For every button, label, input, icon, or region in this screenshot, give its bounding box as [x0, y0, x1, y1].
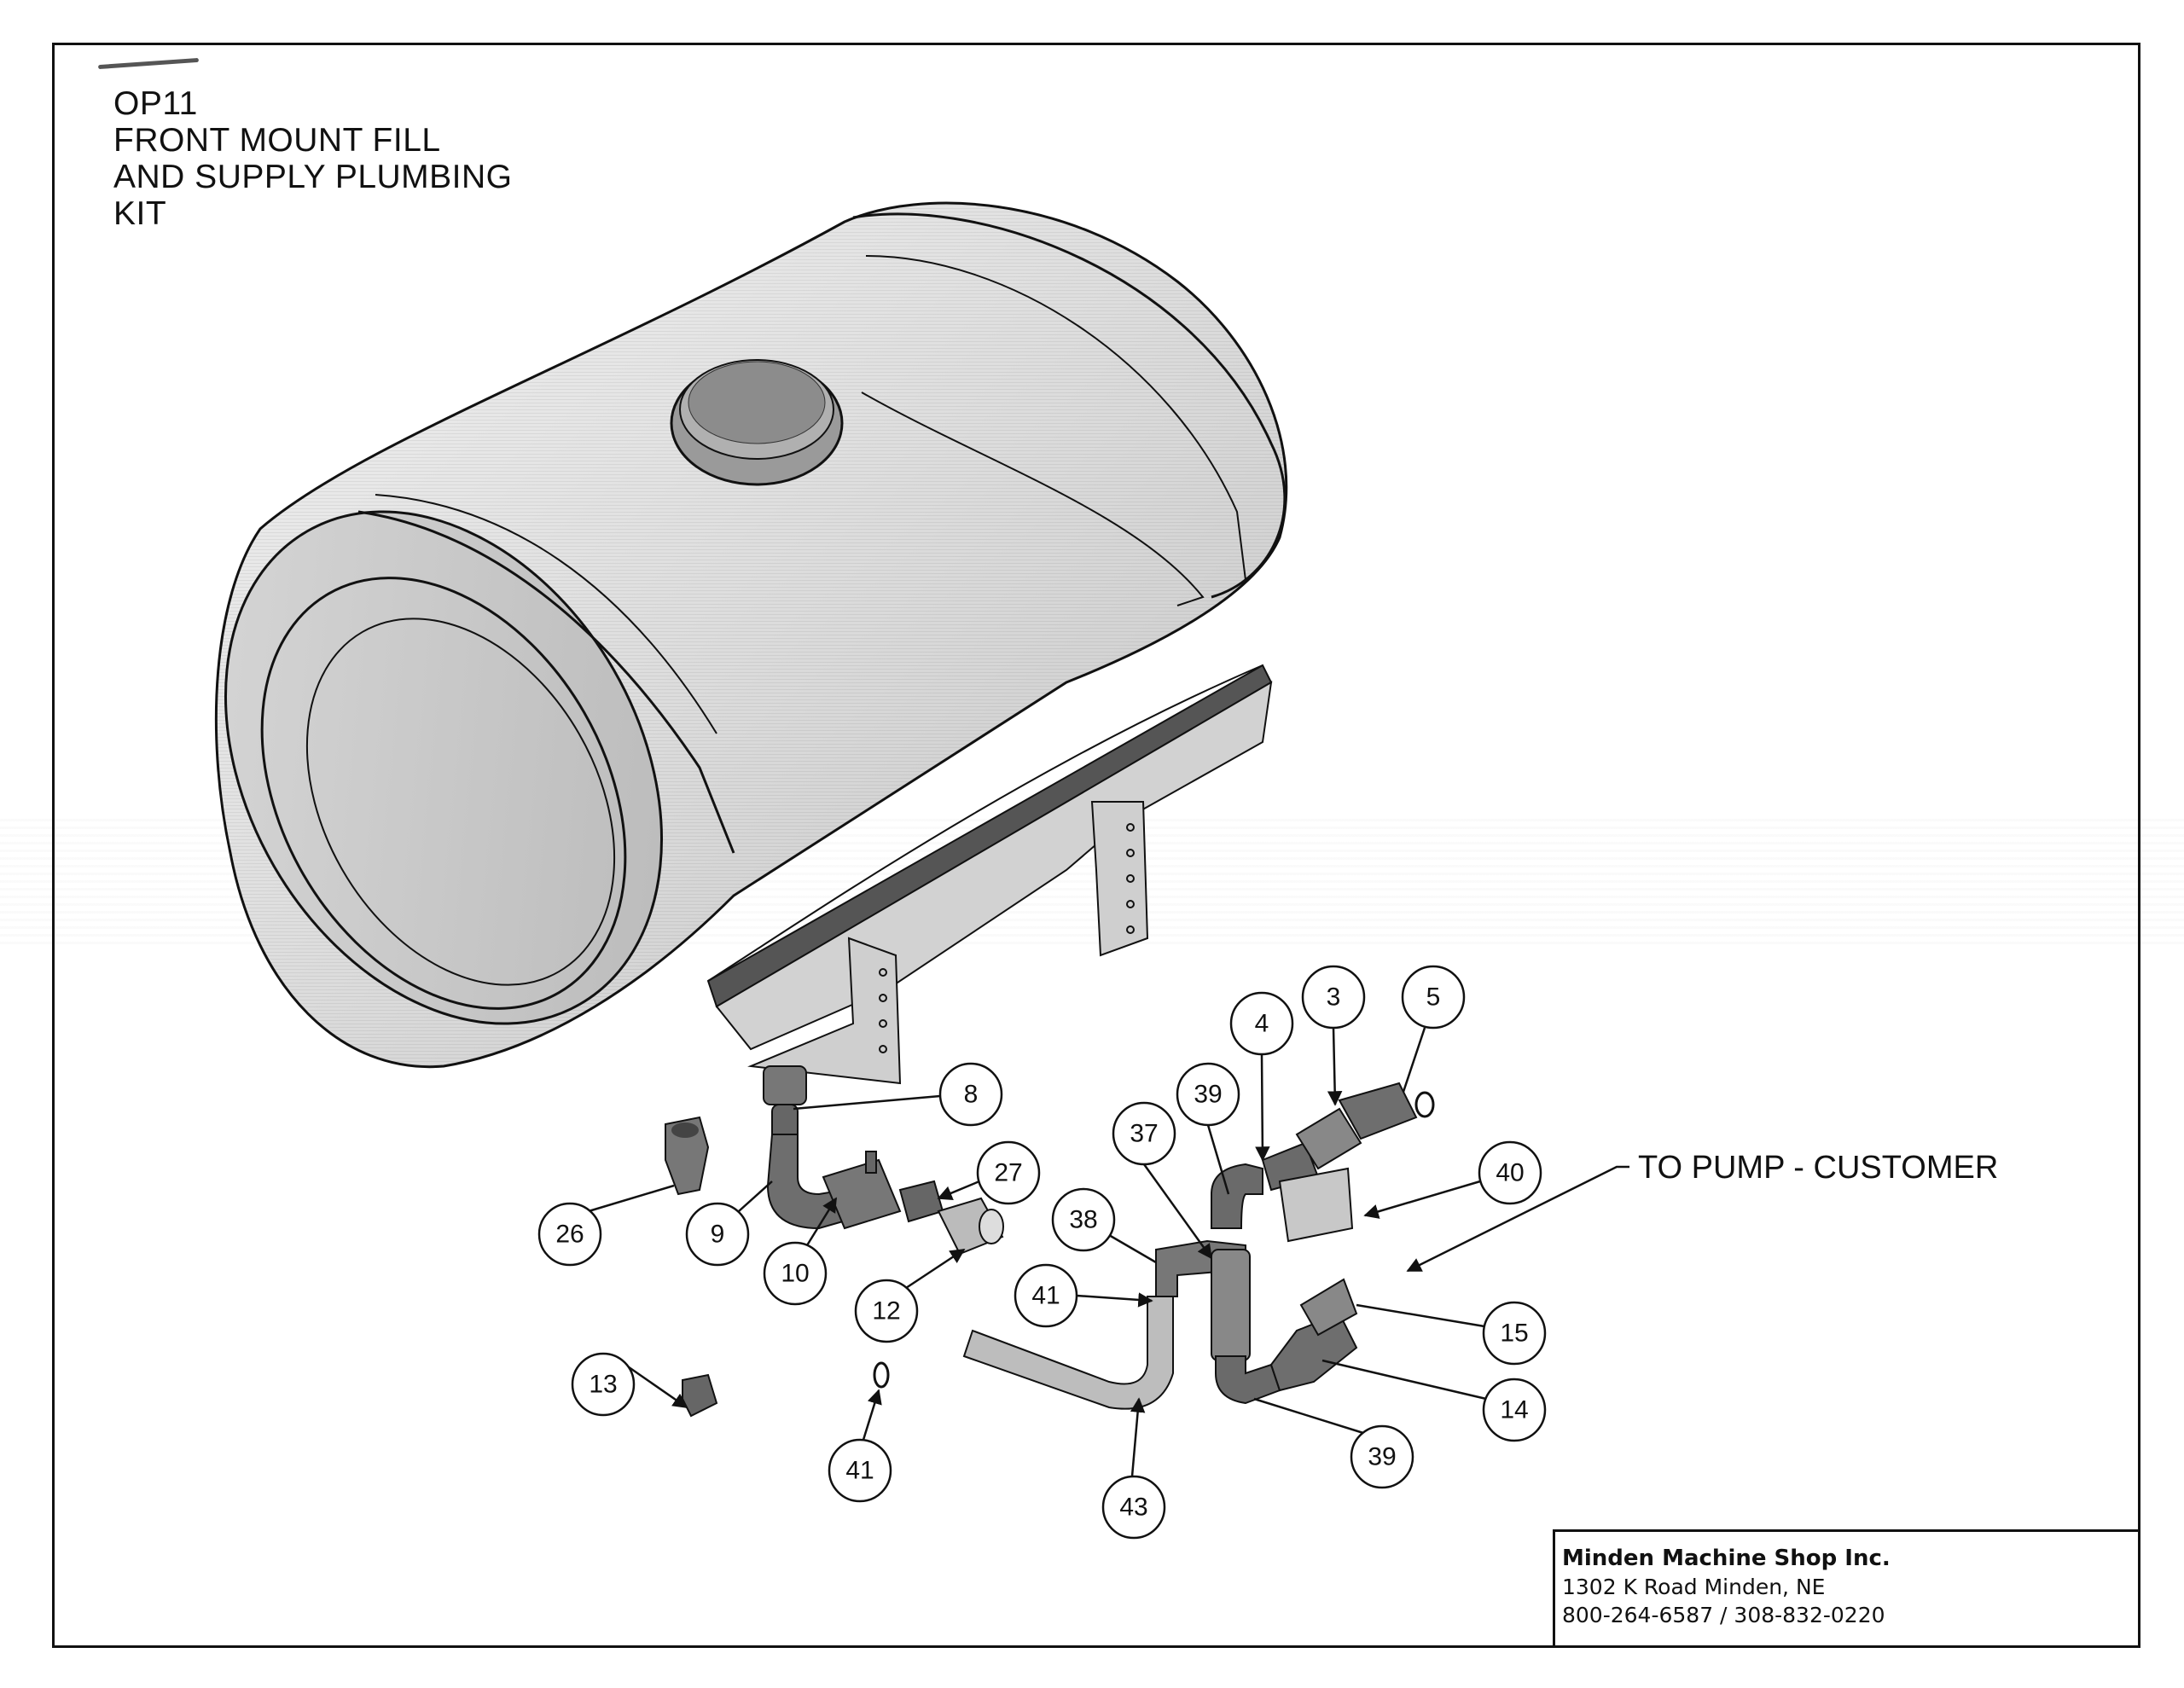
svg-text:26: 26: [555, 1221, 584, 1249]
svg-text:10: 10: [781, 1260, 809, 1288]
company-address: 1302 K Road Minden, NE: [1562, 1575, 1826, 1599]
supply-plumbing-parts: [962, 1082, 1435, 1410]
part-hose-clamp: [873, 1361, 890, 1389]
callout-4[interactable]: 4: [1229, 991, 1294, 1056]
callout-43[interactable]: 43: [1101, 1475, 1166, 1540]
leader-lines: [588, 1027, 1629, 1477]
svg-text:14: 14: [1500, 1396, 1528, 1424]
title-line-3: KIT: [113, 195, 167, 232]
svg-text:9: 9: [711, 1221, 725, 1249]
callout-14[interactable]: 14: [1482, 1378, 1547, 1442]
svg-text:40: 40: [1496, 1159, 1524, 1187]
svg-text:27: 27: [994, 1159, 1022, 1187]
drawing-title: OP11 FRONT MOUNT FILL AND SUPPLY PLUMBIN…: [113, 85, 513, 232]
svg-text:41: 41: [845, 1457, 874, 1485]
company-phone: 800-264-6587 / 308-832-0220: [1562, 1603, 1885, 1627]
title-line-1: FRONT MOUNT FILL: [113, 122, 441, 159]
callout-37[interactable]: 37: [1112, 1101, 1176, 1166]
part-adapter: [898, 1180, 944, 1223]
callouts: 3 4 5 8 39 37 40 27 38 26 9 10 41 12 15 …: [537, 965, 1547, 1540]
callout-3[interactable]: 3: [1301, 965, 1366, 1030]
callout-26[interactable]: 26: [537, 1202, 602, 1267]
svg-text:37: 37: [1130, 1120, 1158, 1148]
title-line-part-number: OP11: [113, 85, 198, 122]
svg-text:5: 5: [1426, 983, 1441, 1012]
svg-text:41: 41: [1031, 1282, 1060, 1310]
tank: [214, 201, 1288, 1085]
svg-text:13: 13: [589, 1371, 617, 1399]
drawing-border: [52, 43, 2140, 1648]
callout-13[interactable]: 13: [571, 1352, 636, 1417]
tank-rear-end: [852, 212, 1287, 599]
part-elbow-lower: [1215, 1355, 1281, 1405]
to-pump-annotation: TO PUMP - CUSTOMER: [1638, 1150, 1999, 1186]
svg-text:39: 39: [1368, 1443, 1396, 1471]
part-upper-valve: [1295, 1082, 1435, 1170]
svg-text:15: 15: [1500, 1320, 1528, 1348]
callout-41-middle[interactable]: 41: [1014, 1263, 1078, 1328]
tank-front-end: [224, 510, 663, 1025]
part-plug: [682, 1373, 718, 1418]
title-block: Minden Machine Shop Inc. 1302 K Road Min…: [1553, 1529, 2140, 1648]
callout-39-upper[interactable]: 39: [1176, 1062, 1240, 1127]
callout-27[interactable]: 27: [976, 1140, 1041, 1205]
part-coupler: [937, 1197, 1004, 1256]
mount-bracket-front: [747, 937, 902, 1085]
callout-39-lower[interactable]: 39: [1350, 1424, 1414, 1489]
svg-text:12: 12: [872, 1297, 900, 1325]
callout-15[interactable]: 15: [1482, 1301, 1547, 1366]
callout-5[interactable]: 5: [1401, 965, 1466, 1030]
svg-text:3: 3: [1327, 983, 1341, 1012]
svg-text:43: 43: [1119, 1494, 1147, 1522]
callout-38[interactable]: 38: [1051, 1187, 1116, 1252]
callout-10[interactable]: 10: [763, 1241, 828, 1306]
part-lower-valve: [1269, 1278, 1358, 1392]
part-valve-bracket: [1278, 1167, 1354, 1243]
mount-bracket-rear: [1090, 801, 1149, 957]
callout-41-lower[interactable]: 41: [828, 1438, 892, 1503]
callout-40[interactable]: 40: [1478, 1140, 1542, 1205]
callout-8[interactable]: 8: [938, 1062, 1003, 1127]
callout-9[interactable]: 9: [685, 1202, 750, 1267]
svg-text:39: 39: [1194, 1081, 1222, 1109]
part-pipe-riser: [1211, 1249, 1251, 1361]
title-line-2: AND SUPPLY PLUMBING: [113, 159, 513, 195]
svg-text:8: 8: [964, 1081, 979, 1109]
svg-text:4: 4: [1255, 1010, 1269, 1038]
company-name: Minden Machine Shop Inc.: [1562, 1546, 1891, 1571]
fill-lid: [670, 359, 844, 486]
callout-12[interactable]: 12: [854, 1279, 919, 1343]
part-ball-valve: [822, 1151, 902, 1230]
part-bushing: [665, 1116, 710, 1196]
part-elbow-upper: [1211, 1163, 1263, 1229]
svg-text:38: 38: [1069, 1206, 1097, 1234]
